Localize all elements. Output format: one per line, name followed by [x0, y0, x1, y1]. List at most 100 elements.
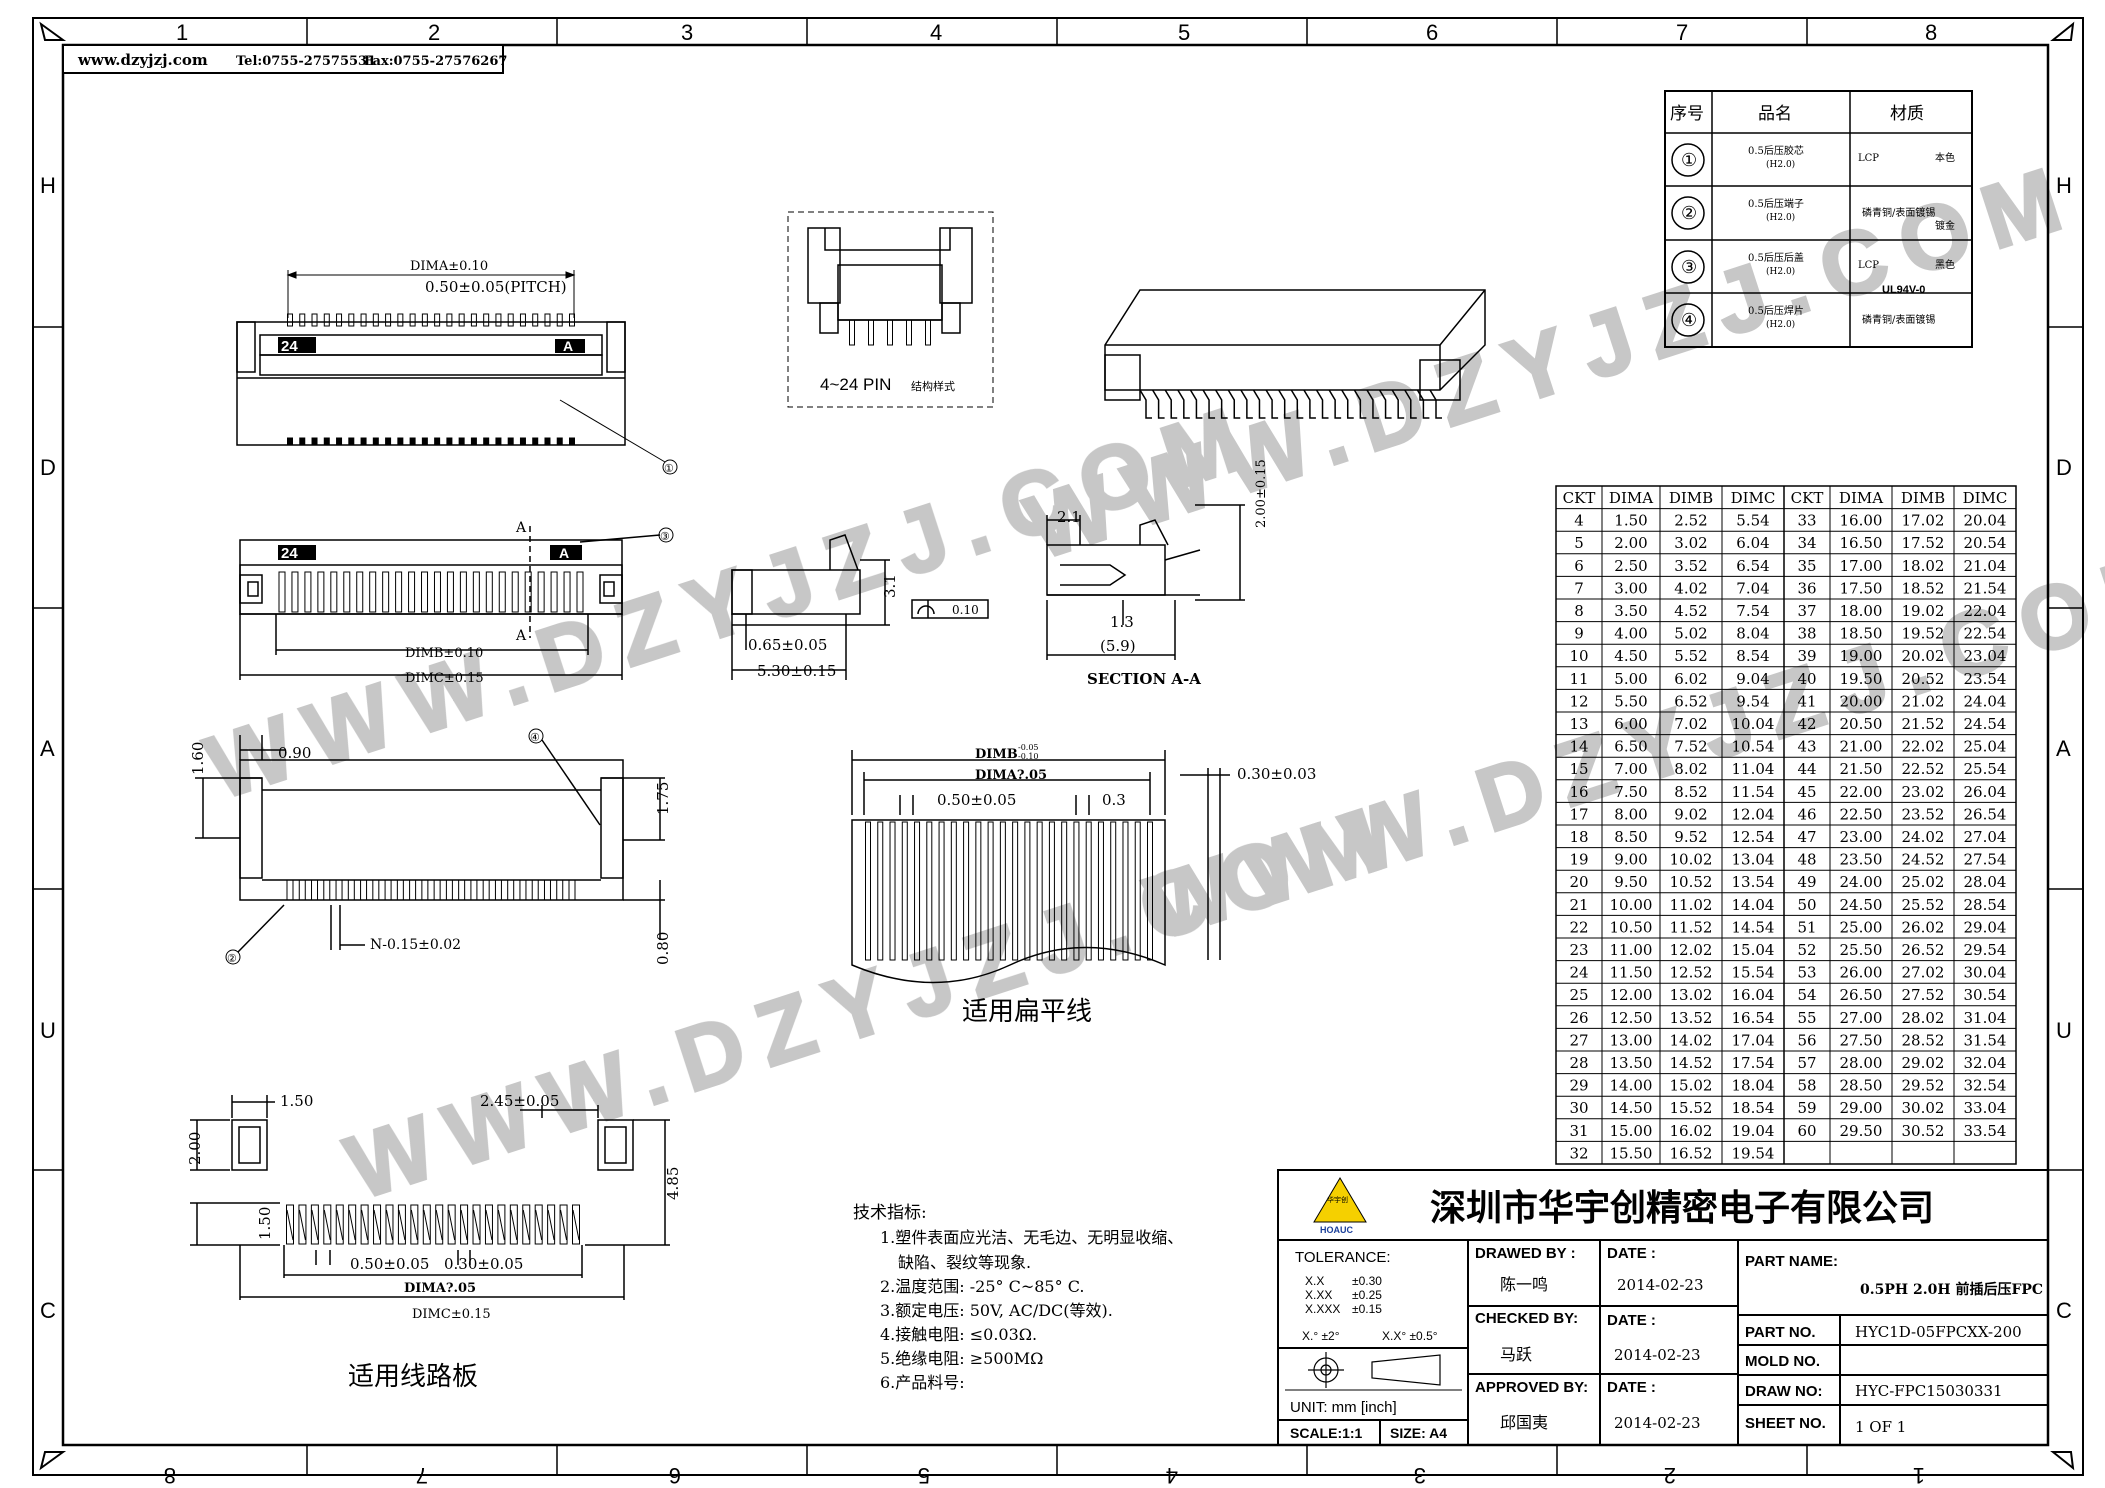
dim-table-cell: 27.52	[1902, 986, 1945, 1004]
dim-table-cell: 9.02	[1674, 805, 1707, 823]
dim-table-cell: 24.02	[1902, 828, 1945, 846]
dim-table-cell: 7.02	[1674, 715, 1707, 733]
checked-by: 马跃	[1500, 1345, 1532, 1364]
dim-table-cell: 20.52	[1902, 670, 1945, 688]
dim-table-cell: 27.00	[1840, 1009, 1883, 1027]
approved-by-label: APPROVED BY:	[1475, 1379, 1588, 1396]
mat-row-name: 0.5后压胶芯	[1748, 144, 1804, 157]
dim-table-cell: 12.02	[1670, 941, 1713, 959]
zone-row-left: D	[40, 455, 56, 480]
dim-table-cell: 2.50	[1614, 557, 1647, 575]
dim-table-cell: 29.04	[1964, 918, 2007, 936]
date-2: 2014-02-23	[1614, 1346, 1700, 1364]
dim-table-cell: 16.02	[1670, 1122, 1713, 1140]
dim-table-cell: 20.54	[1964, 534, 2007, 552]
dim-table-cell: 8.52	[1674, 783, 1707, 801]
dim-table-cell: 13.00	[1610, 1031, 1653, 1049]
pcb-pitch: 0.50±0.05	[350, 1255, 429, 1273]
dim-table-cell: 17	[1569, 805, 1588, 823]
dim-table-cell: 27.54	[1964, 851, 2007, 869]
dim-table-cell: 29.50	[1840, 1122, 1883, 1140]
dim-table-cell: 12.00	[1610, 986, 1653, 1004]
dim-table-cell: 26.02	[1902, 918, 1945, 936]
dim-table-cell: 10.52	[1670, 873, 1713, 891]
dim-table-cell: 8.02	[1674, 760, 1707, 778]
dim-table-cell: 57	[1797, 1054, 1816, 1072]
dim-table-cell: 11.00	[1610, 941, 1653, 959]
dim-table-cell: 21.54	[1964, 579, 2007, 597]
dim-table-cell: 48	[1797, 851, 1816, 869]
dim-table-cell: 18.02	[1902, 557, 1945, 575]
zone-col-bottom: 6	[669, 1463, 681, 1488]
zone-row-left: U	[40, 1018, 56, 1043]
dim-table-cell: 23.04	[1964, 647, 2007, 665]
dim-table-cell: 15.04	[1732, 941, 1775, 959]
fpc-thickness: 0.30±0.03	[1237, 765, 1316, 783]
dim-table-cell: 26.04	[1964, 783, 2007, 801]
dim-table-cell: 29.54	[1964, 941, 2007, 959]
dim-table-cell: 18.00	[1840, 602, 1883, 620]
approved-by: 邱国夷	[1500, 1413, 1548, 1432]
dim-table-cell: 14.02	[1670, 1031, 1713, 1049]
part-no: HYC1D-05FPCXX-200	[1855, 1323, 2022, 1341]
flatness-value: 0.10	[952, 603, 979, 617]
dim-table-cell: 9.00	[1614, 851, 1647, 869]
dim-table-cell: 3.02	[1674, 534, 1707, 552]
dim-table-cell: 25.00	[1840, 918, 1883, 936]
svg-text:HOAUC: HOAUC	[1320, 1225, 1353, 1235]
dim-table-cell: 19.54	[1732, 1144, 1775, 1162]
dim-table-cell: 4	[1574, 512, 1584, 530]
dim-table-cell: 29	[1569, 1077, 1588, 1095]
dim-table-cell: 21	[1569, 896, 1588, 914]
tol-1-val: ±0.30	[1352, 1274, 1382, 1288]
dim-table-cell: 18.52	[1902, 579, 1945, 597]
dim-table-cell: 11.52	[1670, 918, 1713, 936]
dim-table-cell: 13.52	[1670, 1009, 1713, 1027]
row-a-label: A	[563, 338, 573, 354]
tol-2-key: X.XX	[1305, 1288, 1332, 1302]
section-mark-bottom: A	[515, 628, 527, 644]
dim-table-cell: 27.50	[1840, 1031, 1883, 1049]
mat-row-no: ①	[1681, 150, 1697, 171]
pcb-title: 适用线路板	[348, 1361, 478, 1391]
dim-table-cell: 21.04	[1964, 557, 2007, 575]
dim-table-cell: 2.00	[1614, 534, 1647, 552]
dim-table-cell: 8.00	[1614, 805, 1647, 823]
pcb-1-50b: 1.50	[256, 1207, 274, 1240]
dim-table-cell: 30.52	[1902, 1122, 1945, 1140]
dim-0-80: 0.80	[654, 932, 672, 965]
dim-table-cell: 52	[1797, 941, 1816, 959]
dim-table-cell: 9.04	[1736, 670, 1769, 688]
dim-table-cell: 39	[1797, 647, 1816, 665]
dim-table-cell: 30.02	[1902, 1099, 1945, 1117]
dim-table-cell: 20.02	[1902, 647, 1945, 665]
dim-table-cell: 20.04	[1964, 512, 2007, 530]
dim-table-cell: 15.00	[1610, 1122, 1653, 1140]
pin-count-label: 24	[281, 338, 298, 355]
zone-row-left: A	[40, 736, 55, 761]
dim-table-cell: 30	[1569, 1099, 1588, 1117]
dim-table-cell: 18.50	[1840, 625, 1883, 643]
dim-table-cell: 16.00	[1840, 512, 1883, 530]
dim-table-cell: 42	[1797, 715, 1816, 733]
zone-row-left: H	[40, 173, 56, 198]
dim-table-cell: 58	[1797, 1077, 1816, 1095]
pin-range-note: 结构样式	[911, 379, 955, 393]
zone-col-top: 4	[930, 20, 942, 45]
title-block	[1277, 1169, 2049, 1446]
dim-table-cell: 23.54	[1964, 670, 2007, 688]
dim-table-cell: 28.52	[1902, 1031, 1945, 1049]
dim-table-cell: 7.04	[1736, 579, 1769, 597]
dim-table-cell: 9.52	[1674, 828, 1707, 846]
mat-row-no: ③	[1681, 257, 1697, 278]
dim-table-cell: 16.04	[1732, 986, 1775, 1004]
dim-table-cell: 24.52	[1902, 851, 1945, 869]
dim-table-cell: 8.04	[1736, 625, 1769, 643]
dim-table-cell: 15.02	[1670, 1077, 1713, 1095]
dim-table-header: DIMB	[1669, 489, 1713, 507]
mat-row-color: 本色	[1935, 151, 1955, 164]
zone-row-right: D	[2056, 455, 2072, 480]
dim-1-3: 1.3	[1110, 613, 1134, 631]
